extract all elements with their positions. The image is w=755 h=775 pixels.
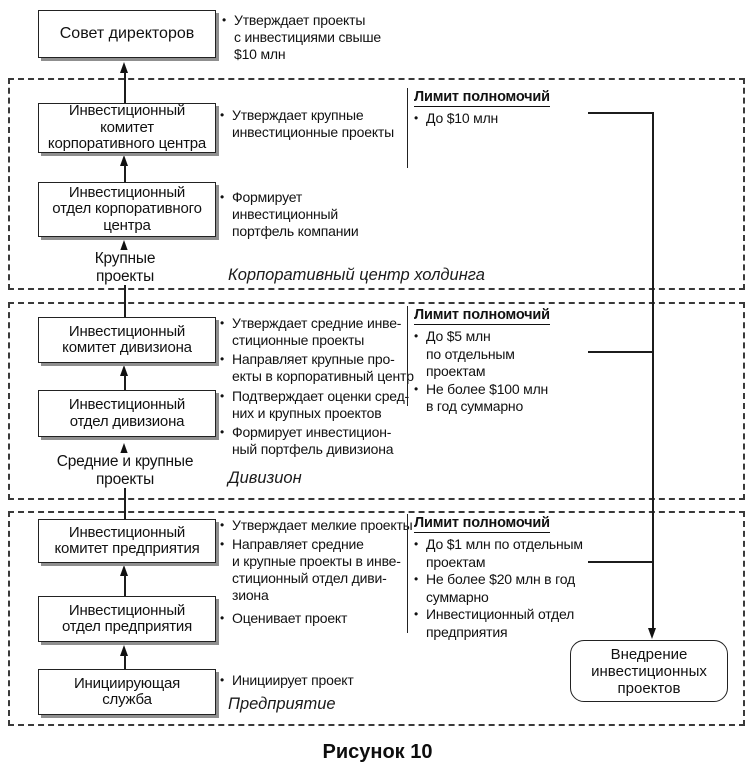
bullet-dot-icon: • <box>220 673 225 687</box>
bullet-dot-icon: • <box>222 13 227 27</box>
bullet-dot-icon: • <box>414 537 419 551</box>
bullet-dot-icon: • <box>220 389 225 403</box>
arrow-up-s3a-icon <box>120 565 128 576</box>
box-implementation-of-projects: Внедрение инвестиционных проектов <box>570 640 728 702</box>
bullets-committee-division: • Утверждает средние инве- стиционные пр… <box>220 315 420 387</box>
bullet-dot-icon: • <box>220 425 225 439</box>
bullets-dept-division: • Подтверждает оценки сред- них и крупны… <box>220 388 420 460</box>
box-board-of-directors: Совет директоров <box>38 10 216 58</box>
flow-label-large-projects: Крупные проекты <box>65 250 185 285</box>
box-initiating-service: Инициирующая служба <box>38 669 216 715</box>
bullet-dot-icon: • <box>414 329 419 343</box>
limit-item: • До $5 млн по отдельным проектам <box>414 328 515 379</box>
tier-division <box>8 302 745 500</box>
limit1-connector-line <box>588 112 653 114</box>
bullet-item: • Направляет крупные про- екты в корпора… <box>220 351 414 384</box>
flow-label-medium-large-projects: Средние и крупные проекты <box>55 453 195 488</box>
arrow-down-to-result-icon <box>648 628 656 639</box>
arrow-up-s1-icon <box>120 155 128 166</box>
bullet-dot-icon: • <box>220 108 225 122</box>
tier-label-corporate-center: Корпоративный центр холдинга <box>228 266 485 284</box>
limit-title: Лимит полномочий <box>414 307 550 325</box>
bullet-dot-icon: • <box>220 316 225 330</box>
bullet-item: • Утверждает проекты с инвестициями свыш… <box>222 12 382 62</box>
bullet-dot-icon: • <box>220 518 225 532</box>
arrow-line-board <box>124 72 126 103</box>
box-invest-committee-corp-center: Инвестиционный комитет корпоративного це… <box>38 103 216 153</box>
limit-item: • Не более $20 млн в год суммарно <box>414 571 575 605</box>
bullet-item: • Подтверждает оценки сред- них и крупны… <box>220 388 410 421</box>
box-invest-dept-enterprise: Инвестиционный отдел предприятия <box>38 596 216 642</box>
limit2-connector-line <box>588 351 653 353</box>
bullet-item: • Утверждает крупные инвестиционные прое… <box>220 107 394 140</box>
tier-label-enterprise: Предприятие <box>228 695 336 713</box>
box-invest-committee-division: Инвестиционный комитет дивизиона <box>38 317 216 363</box>
bullet-item: • Формирует инвестицион- ный портфель ди… <box>220 424 394 457</box>
bullet-dot-icon: • <box>220 352 225 366</box>
arrow-line-s1 <box>124 165 126 182</box>
limit-block-enterprise: Лимит полномочий • До $1 млн по отдельны… <box>407 514 585 640</box>
box-invest-committee-enterprise: Инвестиционный комитет предприятия <box>38 519 216 563</box>
bullet-item: • Формирует инвестиционный портфель комп… <box>220 189 359 239</box>
bullet-dot-icon: • <box>220 190 225 204</box>
limit-block-division: Лимит полномочий • До $5 млн по отдельны… <box>407 306 585 414</box>
limit-item: • Не более $100 млн в год суммарно <box>414 380 549 415</box>
limit-item: • До $10 млн <box>414 110 499 126</box>
bullets-initiating-service: • Инициирует проект <box>220 672 420 691</box>
bullet-dot-icon: • <box>414 572 419 586</box>
bullet-dot-icon: • <box>414 381 419 396</box>
arrow-up-s3b-icon <box>120 645 128 656</box>
arrow-up-to-board-icon <box>120 62 128 73</box>
bullets-committee-enterprise: • Утверждает мелкие проекты • Направляет… <box>220 517 420 606</box>
figure-caption: Рисунок 10 <box>322 741 433 763</box>
bullet-item: • Инициирует проект <box>220 672 354 688</box>
bullet-dot-icon: • <box>220 537 225 551</box>
tier-corporate-center <box>8 78 745 290</box>
limit-title: Лимит полномочий <box>414 515 550 533</box>
tier-enterprise <box>8 511 745 726</box>
limit-item: • Инвестиционный отдел предприятия <box>414 606 575 640</box>
bullets-dept-corp-center: • Формирует инвестиционный портфель комп… <box>220 189 420 242</box>
tier-label-division: Дивизион <box>228 469 302 487</box>
bullet-item: • Оценивает проект <box>220 610 348 626</box>
box-invest-dept-corp-center: Инвестиционный отдел корпоративного цент… <box>38 182 216 237</box>
bullet-item: • Утверждает мелкие проекты <box>220 517 413 533</box>
arrow-line-s2 <box>124 375 126 390</box>
arrow-up-s2-icon <box>120 365 128 376</box>
limit-item: • До $1 млн по отдельным проектам <box>414 536 583 570</box>
arrow-line-s3a <box>124 575 126 596</box>
bullets-dept-enterprise: • Оценивает проект <box>220 610 420 629</box>
bullet-item: • Направляет средние и крупные проекты в… <box>220 536 401 603</box>
box-invest-dept-division: Инвестиционный отдел дивизиона <box>38 390 216 437</box>
bullet-dot-icon: • <box>414 607 419 621</box>
bullets-committee-corp-center: • Утверждает крупные инвестиционные прое… <box>220 107 420 143</box>
board-bullets: • Утверждает проекты с инвестициями свыш… <box>222 12 422 65</box>
arrow-line-s3b <box>124 655 126 669</box>
limit-title: Лимит полномочий <box>414 89 550 107</box>
limit3-connector-line <box>588 561 653 563</box>
limit-block-corp-center: Лимит полномочий • До $10 млн <box>407 88 585 168</box>
bullet-item: • Утверждает средние инве- стиционные пр… <box>220 315 402 348</box>
arrow-up-flow1-icon <box>120 240 128 251</box>
bullet-dot-icon: • <box>220 611 225 625</box>
main-flow-line <box>652 112 654 630</box>
arrow-up-flow2-icon <box>120 443 128 454</box>
bullet-dot-icon: • <box>414 111 419 125</box>
